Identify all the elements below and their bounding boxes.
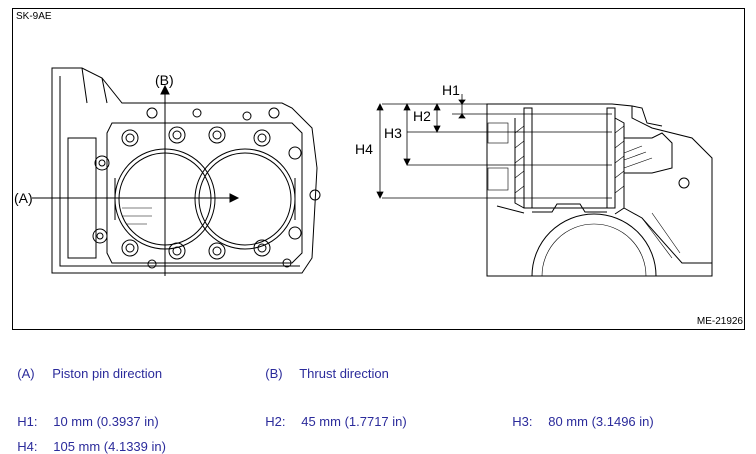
cylinder-bores bbox=[114, 148, 296, 250]
legend-text-h1: 10 mm (0.3937 in) bbox=[53, 414, 159, 429]
callout-h2: H2 bbox=[413, 108, 431, 124]
legend-item-h3: H3: 80 mm (3.1496 in) bbox=[505, 399, 654, 429]
legend-text-h2: 45 mm (1.7717 in) bbox=[301, 414, 407, 429]
legend-item-h4: H4: 105 mm (4.1339 in) bbox=[10, 424, 166, 454]
arrow-head-b bbox=[160, 84, 170, 95]
legend-item-h2: H2: 45 mm (1.7717 in) bbox=[258, 399, 407, 429]
legend-tag-h3: H3: bbox=[512, 414, 533, 429]
callout-h3: H3 bbox=[384, 125, 402, 141]
callout-a: (A) bbox=[14, 190, 33, 206]
measurement-planes bbox=[382, 103, 612, 199]
block-cross-section bbox=[376, 94, 713, 277]
figure-frame bbox=[12, 8, 745, 330]
bolt-bosses bbox=[92, 107, 321, 269]
legend-text-h3: 80 mm (3.1496 in) bbox=[548, 414, 654, 429]
wall-hatching bbox=[514, 125, 681, 259]
figure-code-bottom: ME-21926 bbox=[696, 316, 743, 327]
legend-text-h4: 105 mm (4.1339 in) bbox=[53, 439, 166, 454]
callout-h4: H4 bbox=[355, 141, 373, 157]
legend-item-a: (A) Piston pin direction bbox=[10, 351, 162, 381]
legend-tag-h2: H2: bbox=[265, 414, 286, 429]
block-top-view bbox=[32, 67, 321, 276]
legend-tag-h4: H4: bbox=[17, 439, 38, 454]
legend-item-b: (B) Thrust direction bbox=[258, 351, 389, 381]
arrow-head-a bbox=[229, 193, 240, 203]
legend-text-a: Piston pin direction bbox=[52, 366, 163, 381]
dimension-lines bbox=[376, 94, 466, 199]
legend-text-b: Thrust direction bbox=[299, 366, 389, 381]
engine-block-diagram bbox=[32, 67, 713, 277]
legend-tag-a: (A) bbox=[17, 366, 35, 381]
callout-b: (B) bbox=[155, 72, 174, 88]
callout-h1: H1 bbox=[442, 82, 460, 98]
legend-tag-b: (B) bbox=[265, 366, 283, 381]
legend-tag-h1: H1: bbox=[17, 414, 38, 429]
legend-item-h1: H1: 10 mm (0.3937 in) bbox=[10, 399, 159, 429]
figure-code-top: SK-9AE bbox=[16, 11, 52, 22]
